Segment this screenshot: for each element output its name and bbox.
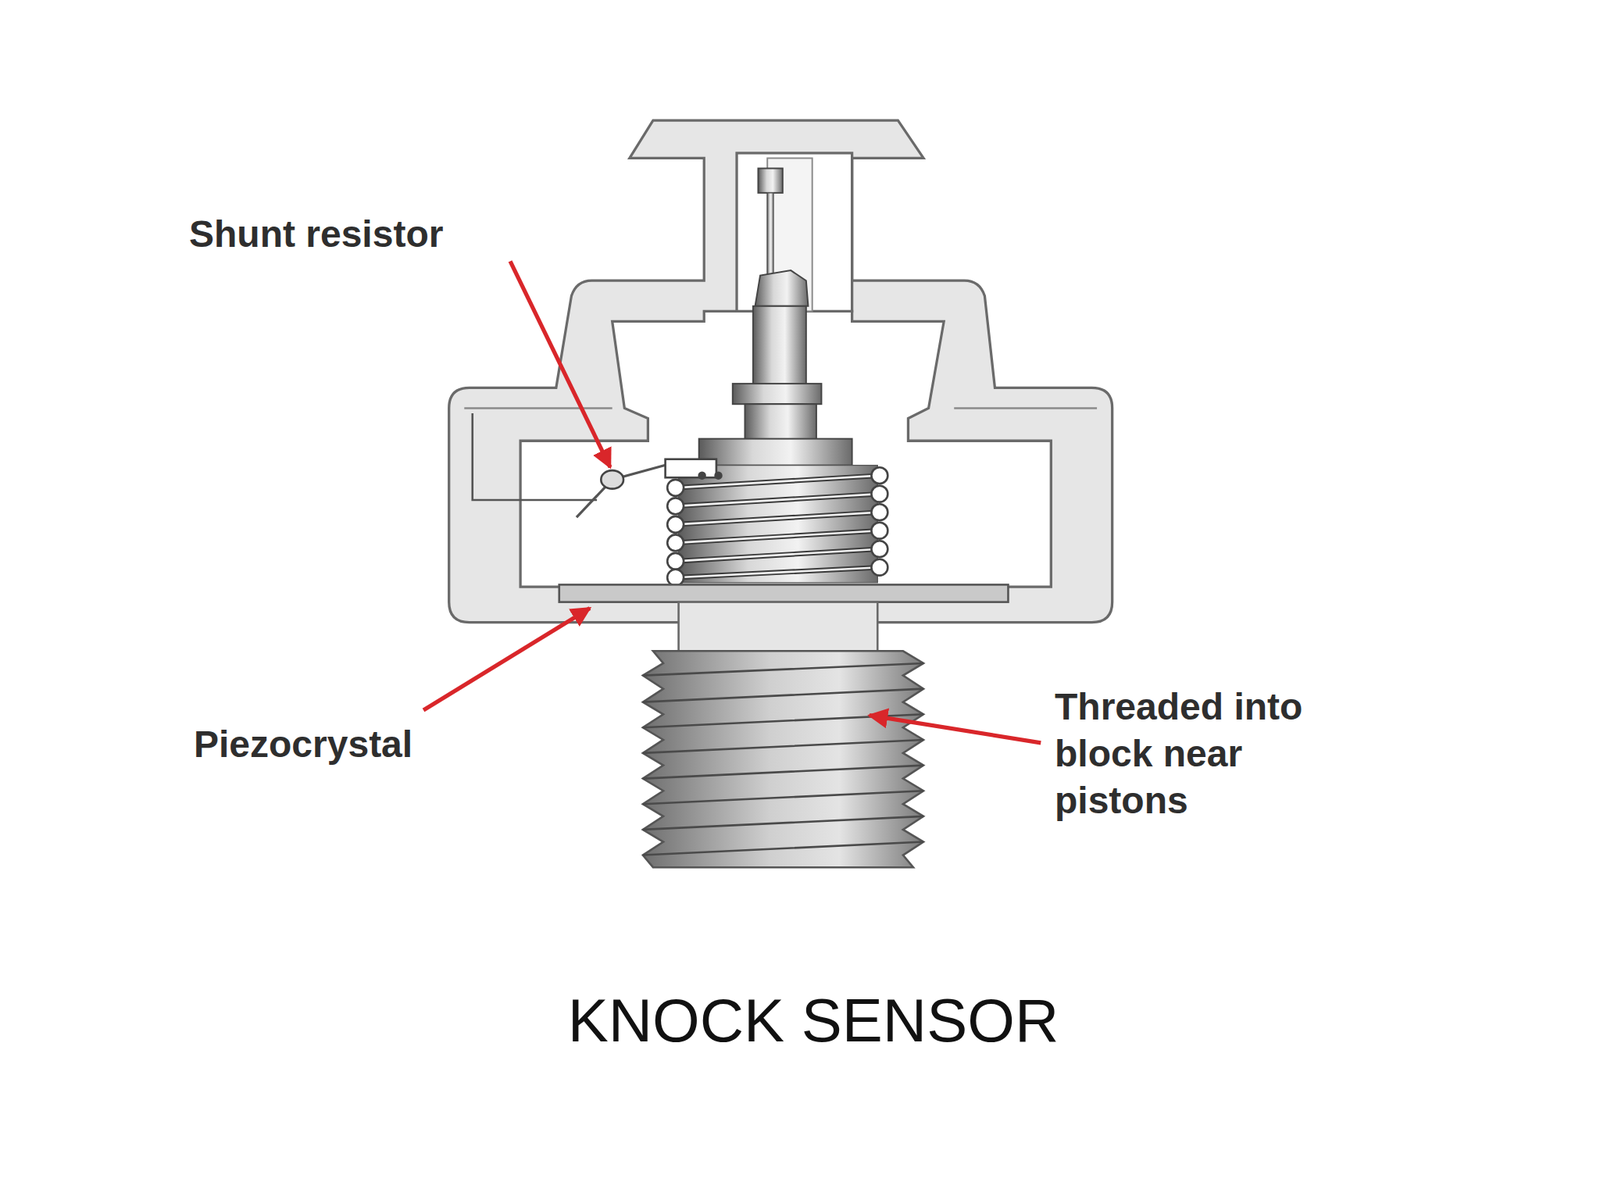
coil-end [667, 497, 684, 515]
coil-end [871, 503, 888, 521]
coil-end [667, 569, 684, 586]
callout-label: Threaded into block near pistons [1054, 683, 1383, 825]
resistor-leads [576, 464, 669, 518]
spring-coils-highlight [675, 475, 880, 579]
contact-tab [665, 459, 717, 479]
terminal-pin-head [757, 168, 783, 193]
coil-end [871, 467, 888, 484]
coil-end [871, 522, 888, 540]
coil-end [871, 540, 888, 558]
figure-caption: KNOCK SENSOR [13, 985, 1600, 1056]
leader-arrow [423, 607, 590, 711]
connector-socket [736, 153, 853, 311]
sensor-housing [449, 120, 1113, 623]
leader-arrow [869, 715, 1041, 743]
coil-end [667, 553, 684, 570]
coil-end [667, 534, 684, 551]
post-body [744, 403, 816, 441]
thread-crests [642, 663, 924, 856]
post-nut [699, 439, 853, 466]
callout-label: Shunt resistor [189, 210, 549, 258]
spring-coils [675, 475, 880, 579]
terminal-cap [755, 270, 809, 307]
base-neck [678, 602, 879, 652]
coil-end [667, 479, 684, 497]
coil-end [667, 516, 684, 533]
center-post [753, 306, 807, 386]
resistor-symbol [600, 470, 624, 490]
callout-label: Piezocrystal [193, 721, 507, 768]
coil-end [871, 559, 888, 576]
threaded-stud [642, 650, 924, 868]
leader-arrow [510, 260, 611, 468]
contact-rivet [697, 471, 706, 479]
post-flange [732, 383, 822, 404]
terminal-pin [767, 192, 774, 275]
spring-coil-ends [667, 467, 888, 586]
contact-rivet [714, 471, 722, 479]
coil-end [871, 485, 888, 503]
shunt-wire [472, 413, 597, 500]
piezo-crystal [559, 584, 1009, 602]
